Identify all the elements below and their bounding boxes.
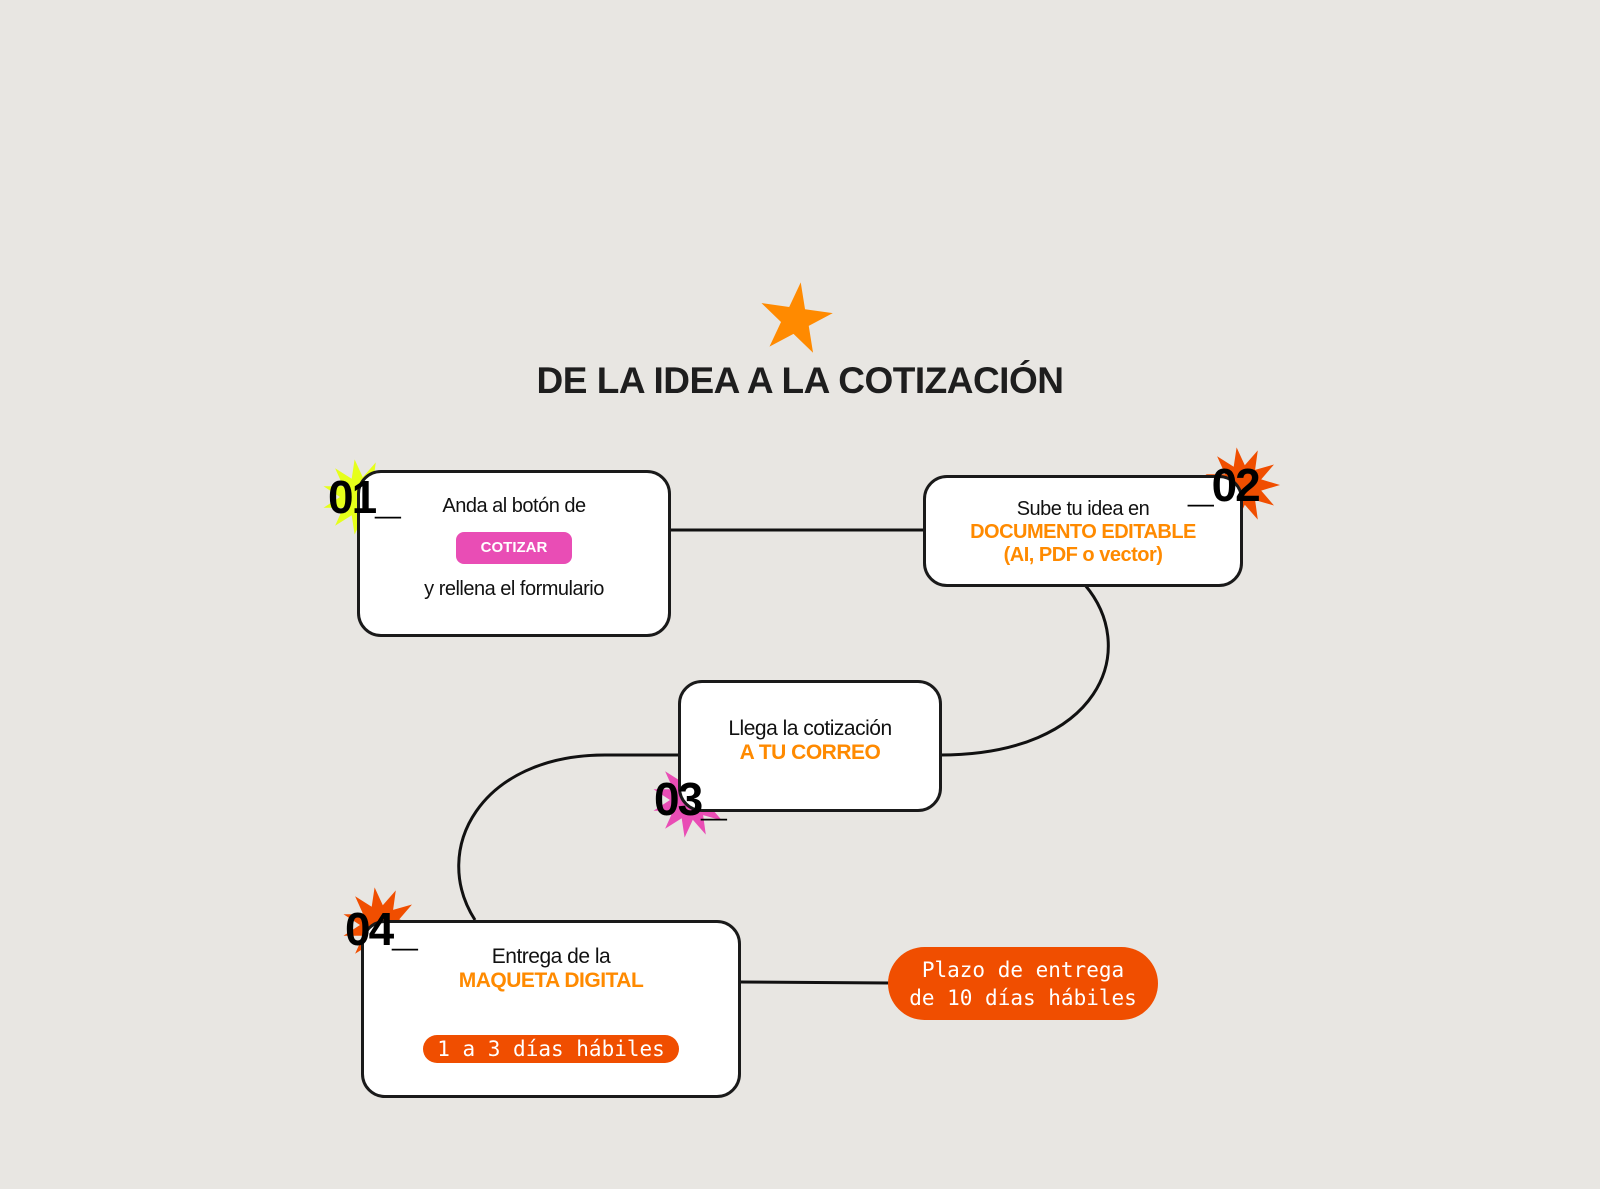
- step-4-number: 04_: [345, 903, 418, 955]
- cotizar-button[interactable]: COTIZAR: [456, 532, 572, 564]
- step-1-number: 01_: [328, 471, 401, 523]
- page-title: DE LA IDEA A LA COTIZACIÓN: [536, 360, 1064, 401]
- deadline-line-2: de 10 días hábiles: [909, 986, 1137, 1010]
- step-3-card: Llega la cotización A TU CORREO: [678, 680, 942, 812]
- step-4-text: Entrega de la: [491, 945, 611, 968]
- step-2-number: _02: [1188, 459, 1261, 511]
- step-2-highlight: DOCUMENTO EDITABLE: [970, 521, 1196, 543]
- deadline-line-1: Plazo de entrega: [921, 958, 1125, 982]
- step-2-formats: (AI, PDF o vector): [1003, 544, 1163, 566]
- step-2-card: Sube tu idea en DOCUMENTO EDITABLE (AI, …: [923, 475, 1243, 587]
- star-icon: [761, 282, 833, 353]
- step-3-highlight: A TU CORREO: [739, 741, 881, 764]
- delivery-badge: 1 a 3 días hábiles: [423, 1035, 679, 1063]
- deadline-pill: Plazo de entrega de 10 días hábiles: [888, 947, 1158, 1020]
- step-2-text: Sube tu idea en: [1016, 498, 1150, 520]
- step-4-card: Entrega de la MAQUETA DIGITAL 1 a 3 días…: [361, 920, 741, 1098]
- step-3-number: 03_: [654, 773, 727, 825]
- step-1-text-2: y rellena el formulario: [424, 578, 604, 600]
- step-3-text: Llega la cotización: [728, 717, 892, 740]
- step-1-text: Anda al botón de: [442, 495, 586, 517]
- step-1-card: Anda al botón de COTIZAR y rellena el fo…: [357, 470, 671, 637]
- step-4-highlight: MAQUETA DIGITAL: [458, 969, 644, 992]
